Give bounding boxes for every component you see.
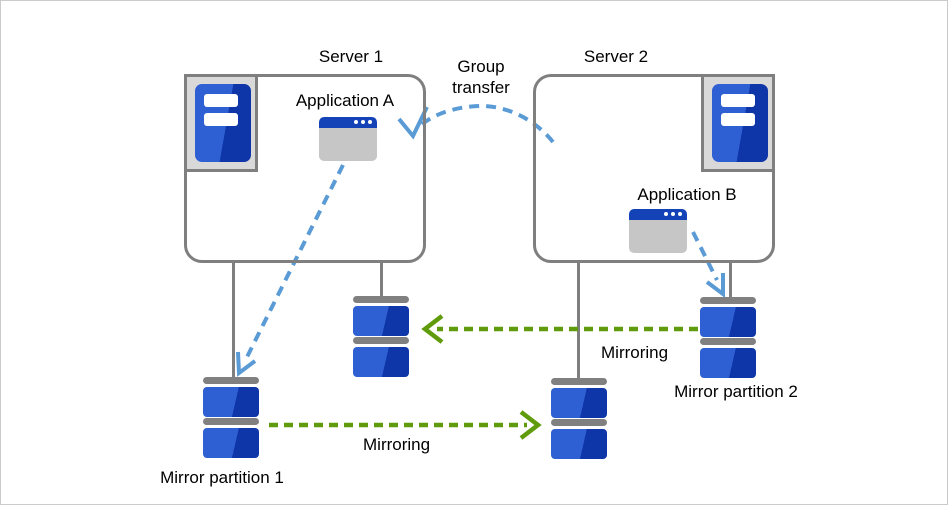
mirroring-label-top: Mirroring <box>601 343 669 362</box>
server-slot <box>204 94 238 107</box>
window-body <box>319 128 377 161</box>
app-window-icon-a <box>319 117 377 161</box>
server-slot <box>204 113 238 126</box>
window-dots-icon <box>664 212 682 216</box>
disk-stack-icon-server1 <box>353 296 409 377</box>
application-b-label: Application B <box>637 185 737 204</box>
window-titlebar <box>629 209 687 220</box>
disk-stack-icon-server2 <box>551 378 607 459</box>
group-transfer-label: Group transfer <box>452 57 510 98</box>
mirror-partition-1-label: Mirror partition 1 <box>160 468 284 487</box>
window-titlebar <box>319 117 377 128</box>
server-tower-icon <box>195 84 251 162</box>
server1-icon-frame <box>184 74 258 172</box>
app-window-icon-b <box>629 209 687 253</box>
mirror-partition-2-label: Mirror partition 2 <box>674 382 798 401</box>
server2-icon-frame <box>701 74 775 172</box>
server2-label: Server 2 <box>583 47 649 66</box>
server-tower-icon <box>712 84 768 162</box>
window-dots-icon <box>354 120 372 124</box>
server-slot <box>721 113 755 126</box>
disk-stack-icon-mirror-partition-2 <box>700 297 756 378</box>
application-a-label: Application A <box>295 91 395 110</box>
window-body <box>629 220 687 253</box>
server1-label: Server 1 <box>318 47 384 66</box>
disk-stack-icon-mirror-partition-1 <box>203 377 259 458</box>
server-slot <box>721 94 755 107</box>
mirroring-label-bottom: Mirroring <box>363 435 431 454</box>
mirroring-arrow-top <box>421 314 698 344</box>
